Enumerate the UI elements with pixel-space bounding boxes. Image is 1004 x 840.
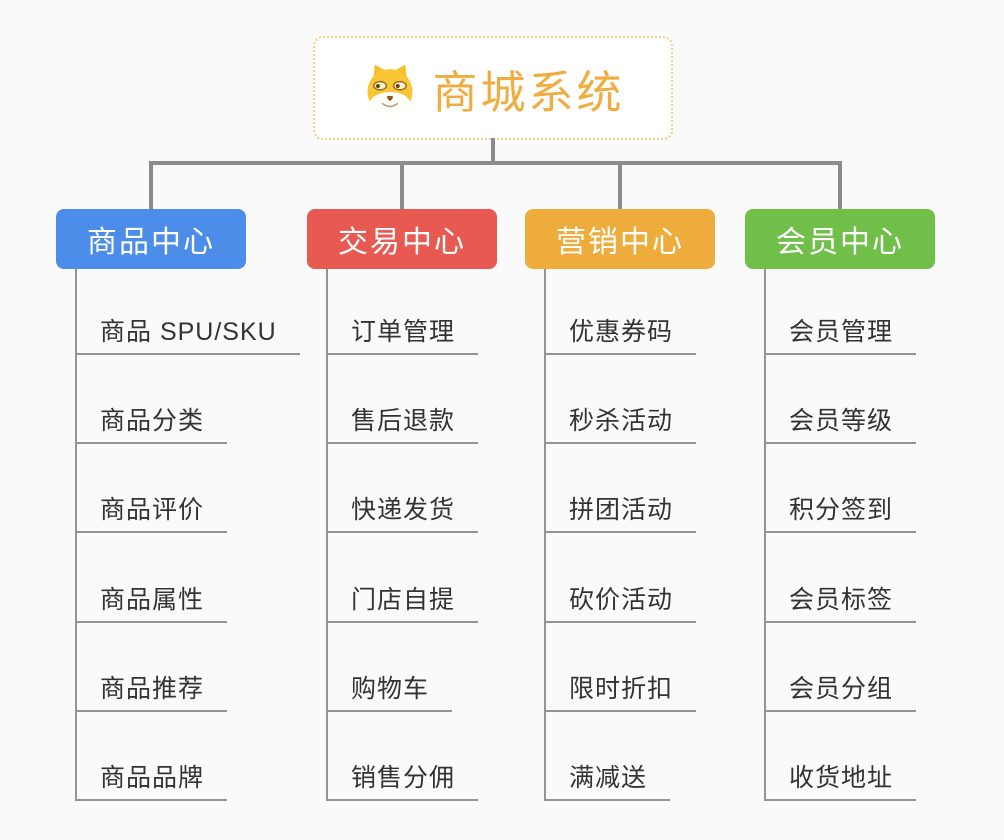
- leaf-node[interactable]: 秒杀活动: [544, 404, 697, 445]
- leaf-node[interactable]: 会员标签: [764, 583, 917, 623]
- leaf-node[interactable]: 会员管理: [764, 315, 917, 355]
- branch-header-marketing-center[interactable]: 营销中心: [525, 209, 715, 269]
- leaf-node[interactable]: 商品分类: [75, 404, 228, 445]
- leaf-node[interactable]: 优惠券码: [544, 315, 697, 355]
- leaf-node[interactable]: 商品 SPU/SKU: [75, 315, 300, 355]
- branch-label: 交易中心: [338, 226, 466, 259]
- leaf-node[interactable]: 会员等级: [764, 404, 917, 445]
- leaf-node[interactable]: 商品推荐: [75, 672, 228, 712]
- leaf-node[interactable]: 会员分组: [764, 672, 917, 712]
- leaf-node[interactable]: 购物车: [326, 672, 453, 712]
- leaf-node[interactable]: 砍价活动: [544, 583, 697, 623]
- leaf-node[interactable]: 销售分佣: [326, 761, 479, 801]
- leaf-node[interactable]: 售后退款: [326, 404, 479, 445]
- branch-stem-line: [149, 163, 153, 209]
- root-title: 商城系统: [432, 66, 625, 118]
- branch-stem-line: [400, 163, 404, 209]
- branch-label: 会员中心: [776, 226, 904, 259]
- leaf-node[interactable]: 限时折扣: [544, 672, 697, 712]
- branch-trunk-line: [764, 269, 766, 800]
- branch-label: 商品中心: [87, 226, 215, 259]
- leaf-node[interactable]: 快递发货: [326, 493, 479, 534]
- leaf-node[interactable]: 商品属性: [75, 583, 228, 623]
- branch-trunk-line: [326, 269, 328, 800]
- doge-icon: [367, 64, 413, 115]
- leaf-node[interactable]: 商品品牌: [75, 761, 228, 801]
- branch-stem-line: [618, 163, 622, 209]
- branch-trunk-line: [544, 269, 546, 800]
- leaf-node[interactable]: 积分签到: [764, 493, 917, 534]
- root-stem-line: [491, 138, 495, 165]
- branch-header-member-center[interactable]: 会员中心: [745, 209, 935, 269]
- leaf-node[interactable]: 拼团活动: [544, 493, 697, 534]
- horizontal-rail-line: [149, 161, 842, 165]
- branch-header-product-center[interactable]: 商品中心: [56, 209, 246, 269]
- branch-trunk-line: [75, 269, 77, 800]
- root-node[interactable]: 商城系统: [313, 36, 673, 140]
- leaf-node[interactable]: 收货地址: [764, 761, 917, 801]
- branch-label: 营销中心: [556, 226, 684, 259]
- branch-header-trade-center[interactable]: 交易中心: [307, 209, 497, 269]
- leaf-node[interactable]: 商品评价: [75, 493, 228, 534]
- leaf-node[interactable]: 门店自提: [326, 583, 479, 623]
- branch-stem-line: [838, 163, 842, 209]
- leaf-node[interactable]: 满减送: [544, 761, 671, 801]
- leaf-node[interactable]: 订单管理: [326, 315, 479, 355]
